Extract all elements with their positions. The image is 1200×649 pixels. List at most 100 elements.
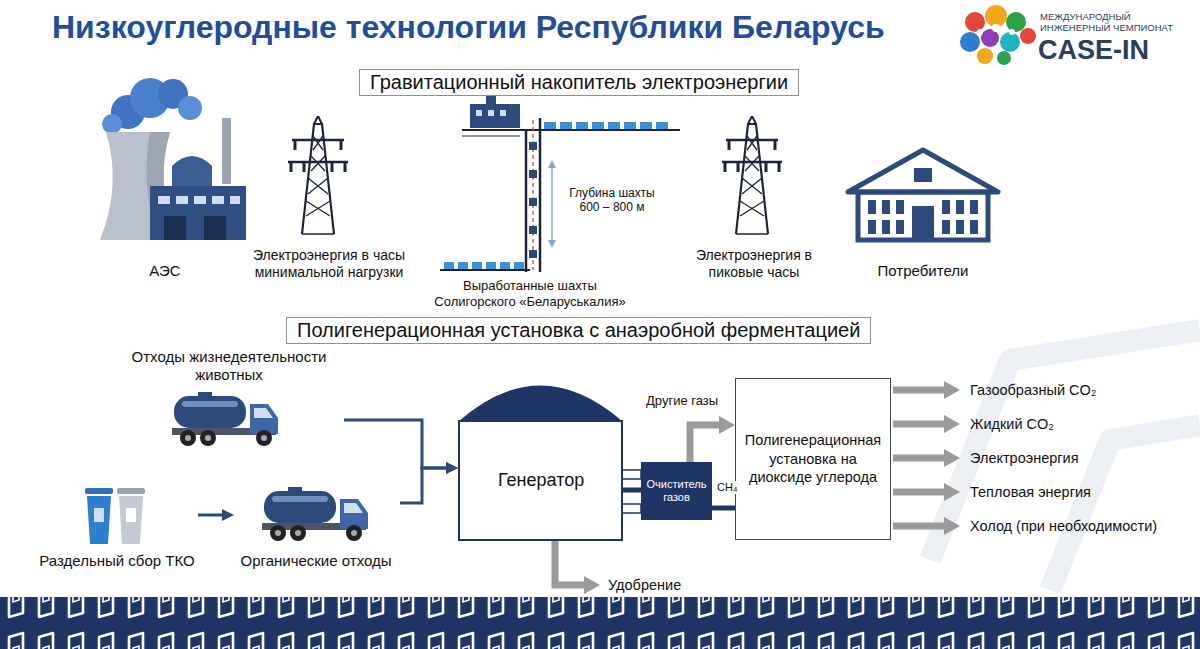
building-icon bbox=[956, 220, 964, 234]
output-item: Холод (при необходимости) bbox=[968, 517, 1159, 535]
flow-arrow bbox=[690, 425, 719, 462]
building-icon bbox=[896, 220, 904, 234]
flow-arrow bbox=[893, 421, 944, 428]
node-text: Удобрение bbox=[608, 577, 681, 593]
logo-emblem bbox=[992, 24, 1000, 32]
mine-shaft-icon bbox=[624, 122, 636, 129]
building-icon bbox=[858, 192, 988, 240]
output-item: Тепловая энергия bbox=[968, 483, 1093, 501]
icon-caption: Выработанные шахты Солигорского «Беларус… bbox=[425, 278, 635, 309]
building-icon bbox=[848, 150, 998, 192]
footer-band bbox=[0, 597, 1200, 649]
nuclear-plant-icon bbox=[100, 78, 246, 240]
flow-arrow bbox=[198, 514, 222, 517]
logo-name: CASE-IN bbox=[1038, 34, 1188, 66]
gas-pipe bbox=[622, 470, 641, 513]
node-text: Очиститель газов bbox=[644, 478, 709, 503]
footer-band bbox=[0, 597, 1200, 649]
mine-shaft-icon bbox=[525, 130, 528, 272]
waste-source: Раздельный сбор ТКО bbox=[38, 486, 196, 570]
waste-bins-icon bbox=[119, 496, 143, 544]
flow-arrow bbox=[893, 489, 944, 496]
footer-band bbox=[0, 597, 1200, 649]
digester-dome bbox=[459, 386, 622, 422]
mine-shaft-icon bbox=[640, 122, 652, 129]
node-text: Полигенерационная установка на диоксиде … bbox=[744, 431, 882, 488]
building-icon bbox=[942, 200, 950, 214]
mine-shaft-icon bbox=[500, 262, 510, 269]
nuclear-plant-icon bbox=[178, 96, 202, 120]
nuclear-plant-icon bbox=[204, 216, 226, 240]
logo-emblem bbox=[1006, 12, 1026, 32]
flow-arrow bbox=[893, 455, 944, 462]
edge-label: Другие газы bbox=[644, 394, 720, 409]
mine-shaft-icon bbox=[462, 129, 680, 131]
mine-shaft-icon bbox=[548, 160, 556, 248]
nuclear-plant-icon bbox=[222, 118, 231, 184]
node-text: Генератор bbox=[498, 470, 584, 491]
node-text: Органические отходы bbox=[240, 552, 391, 570]
nuclear-plant-icon bbox=[176, 196, 188, 204]
dimension-label: Глубина шахты 600 – 800 м bbox=[560, 186, 664, 215]
mine-shaft-icon bbox=[458, 262, 468, 269]
waste-bins-icon bbox=[87, 496, 111, 544]
waste-bins-icon bbox=[117, 488, 145, 494]
building-icon bbox=[896, 200, 904, 214]
waste-source: Отходы жизнедеятельности животных bbox=[116, 348, 342, 454]
logo-emblem bbox=[960, 5, 1036, 65]
section-heading: Гравитационный накопитель электроэнергии bbox=[359, 69, 799, 96]
mine-shaft-icon bbox=[476, 110, 482, 116]
mine-shaft-icon bbox=[529, 226, 537, 234]
mine-shaft-icon bbox=[470, 104, 520, 128]
building-icon bbox=[970, 200, 978, 214]
gas-pipe-connector bbox=[712, 506, 735, 511]
gas-pipe-connector bbox=[623, 488, 641, 493]
mine-shaft-icon bbox=[529, 142, 537, 150]
gas-pipe bbox=[622, 470, 641, 479]
node-text: Гравитационный накопитель электроэнергии bbox=[370, 71, 788, 94]
waste-bins-icon bbox=[85, 488, 145, 544]
nuclear-plant-icon bbox=[164, 216, 186, 240]
mine-shaft-icon bbox=[529, 170, 537, 178]
mine-shaft-icon bbox=[576, 122, 588, 129]
watermark bbox=[930, 330, 1200, 590]
waste-bins-icon bbox=[94, 508, 104, 522]
mine-shaft-icon bbox=[444, 262, 454, 269]
nuclear-plant-icon bbox=[212, 196, 224, 204]
mine-shaft-icon bbox=[514, 262, 524, 269]
node-text: Холод (при необходимости) bbox=[970, 518, 1157, 534]
logo-emblem bbox=[977, 29, 983, 35]
mine-shaft-icon bbox=[462, 136, 520, 137]
mine-shaft-icon bbox=[544, 122, 556, 129]
node-text: Раздельный сбор ТКО bbox=[39, 552, 194, 570]
nuclear-plant-icon bbox=[102, 114, 122, 134]
flow-arrow bbox=[400, 468, 446, 503]
flow-arrow bbox=[893, 523, 944, 530]
mine-shaft-icon bbox=[440, 96, 680, 272]
building-icon bbox=[970, 220, 978, 234]
node-text: Тепловая энергия bbox=[970, 484, 1091, 500]
watermark bbox=[1050, 425, 1200, 590]
mine-shaft-icon bbox=[529, 142, 537, 258]
logo-emblem bbox=[977, 48, 993, 64]
mine-shaft-icon bbox=[592, 122, 604, 129]
mine-shaft-icon bbox=[560, 122, 572, 129]
generator-tank: Генератор bbox=[458, 420, 623, 541]
mine-shaft-icon bbox=[488, 110, 494, 116]
mine-shaft-icon bbox=[656, 122, 668, 129]
page-title: Низкоуглеродные технологии Республики Бе… bbox=[52, 9, 885, 46]
flow-arrow bbox=[893, 387, 944, 394]
building-icon bbox=[848, 150, 998, 240]
watermark bbox=[930, 330, 1200, 560]
node-text: Полигенерационная установка с анаэробной… bbox=[297, 319, 860, 342]
node-text: Отходы жизнедеятельности животных bbox=[116, 348, 342, 384]
mine-shaft-icon bbox=[539, 118, 542, 272]
nuclear-plant-icon bbox=[150, 186, 246, 240]
mine-shaft-icon bbox=[440, 269, 530, 271]
nuclear-plant-icon bbox=[172, 156, 212, 188]
flow-arrow bbox=[344, 420, 446, 468]
tanker-truck-icon bbox=[172, 392, 278, 446]
section-heading: Полигенерационная установка с анаэробной… bbox=[286, 317, 871, 344]
logo-emblem bbox=[960, 32, 980, 52]
mine-shaft-icon bbox=[472, 262, 482, 269]
